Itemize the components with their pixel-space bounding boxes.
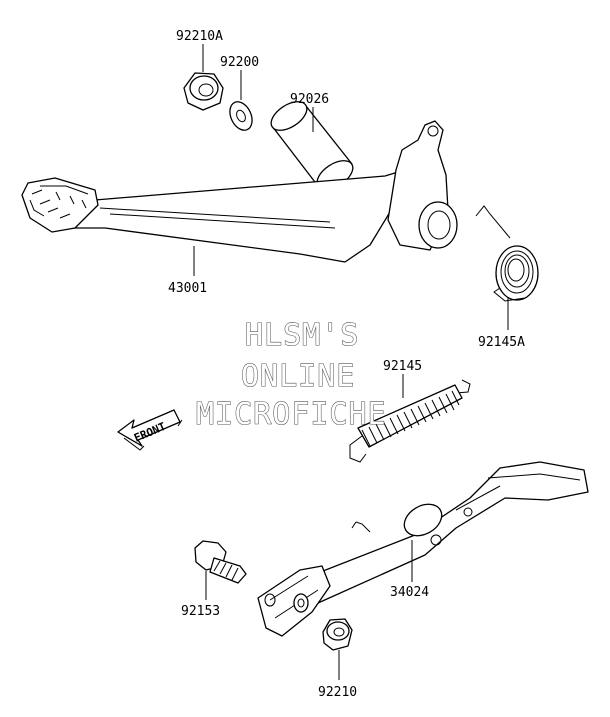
- brake-pedal-43001[interactable]: [21, 120, 458, 263]
- nut-92210[interactable]: [322, 618, 353, 651]
- label-bolt-92153: 92153: [181, 604, 220, 619]
- front-arrow-icon: FRONT: [117, 409, 183, 451]
- nut-92210a[interactable]: [183, 72, 224, 111]
- label-collar-92026: 92026: [290, 92, 329, 107]
- watermark-line-2: ONLINE: [241, 359, 355, 394]
- watermark-line-3: MICROFICHE: [196, 397, 387, 432]
- extension-spring-92145[interactable]: [349, 379, 471, 463]
- side-stand-34024[interactable]: [257, 461, 589, 637]
- label-brake-pedal-43001: 43001: [168, 281, 207, 296]
- watermark-line-1: HLSM'S: [245, 318, 359, 353]
- bolt-92153[interactable]: [194, 540, 247, 584]
- washer-92200[interactable]: [226, 98, 257, 134]
- label-nut-92210a: 92210A: [176, 29, 223, 44]
- torsion-spring-92145a[interactable]: [475, 205, 539, 302]
- label-torsion-spring-92145a: 92145A: [478, 335, 525, 350]
- label-extension-spring-92145: 92145: [383, 359, 422, 374]
- label-side-stand-34024: 34024: [390, 585, 429, 600]
- label-washer-92200: 92200: [220, 55, 259, 70]
- label-nut-92210: 92210: [318, 685, 357, 700]
